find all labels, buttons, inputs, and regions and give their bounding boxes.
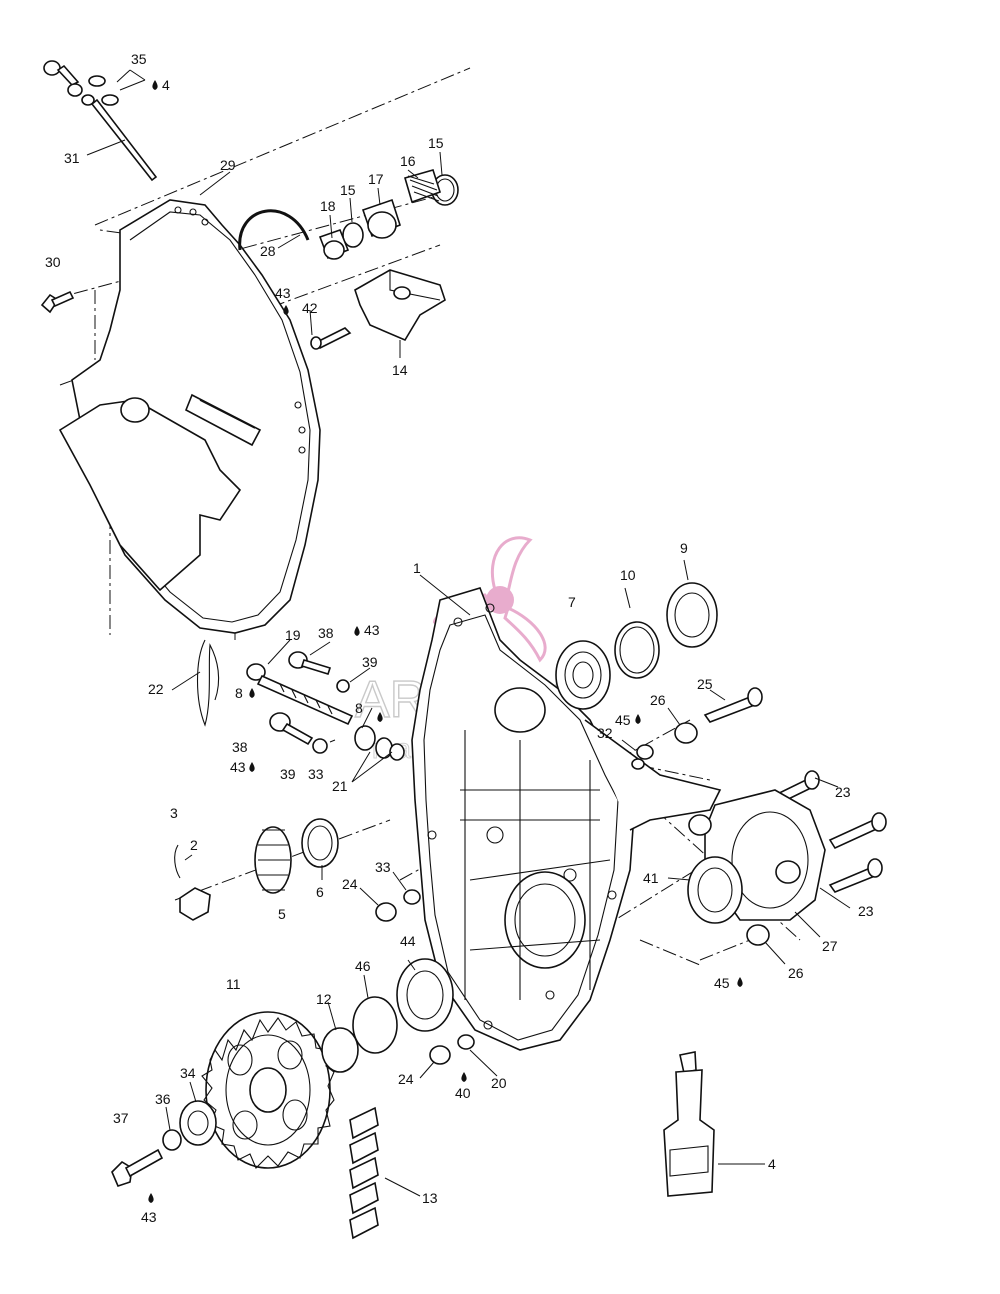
oil-drop-icon bbox=[635, 714, 641, 724]
adjuster-bolt bbox=[43, 60, 158, 182]
callout-36: 36 bbox=[155, 1091, 171, 1107]
callout-23-bottom: 23 bbox=[858, 903, 874, 919]
oil-drop-icon bbox=[377, 712, 383, 722]
callout-27: 27 bbox=[822, 938, 838, 954]
callout-28: 28 bbox=[260, 243, 276, 259]
logo-hub bbox=[486, 586, 514, 614]
left-shaft-parts bbox=[246, 651, 405, 761]
upper-bearing-set bbox=[555, 582, 718, 710]
cotter-pin bbox=[196, 639, 220, 727]
callout-33-bottom: 33 bbox=[375, 859, 391, 875]
callout-8-left: 8 bbox=[235, 685, 243, 701]
callout-35: 35 bbox=[131, 51, 147, 67]
callout-15-left: 15 bbox=[340, 182, 356, 198]
callout-3: 3 bbox=[170, 805, 178, 821]
callout-11: 11 bbox=[226, 976, 241, 992]
callout-7: 7 bbox=[568, 594, 576, 610]
callout-38-bottom: 38 bbox=[232, 739, 248, 755]
callout-14: 14 bbox=[392, 362, 408, 378]
callout-32: 32 bbox=[597, 725, 613, 741]
oil-drop-icon bbox=[354, 626, 360, 636]
callout-43-upper: 43 bbox=[364, 622, 380, 638]
callout-37: 37 bbox=[113, 1110, 129, 1126]
oil-bottle bbox=[663, 1051, 715, 1197]
tensioner-parts bbox=[318, 169, 459, 260]
oil-drop-icon bbox=[249, 762, 255, 772]
callout-15-right: 15 bbox=[428, 135, 444, 151]
callout-39-top: 39 bbox=[362, 654, 378, 670]
callout-12: 12 bbox=[316, 991, 332, 1007]
callout-45-bottom: 45 bbox=[714, 975, 730, 991]
oil-drop-icon bbox=[152, 80, 158, 90]
oil-drop-icon bbox=[249, 688, 255, 698]
oil-drop-icon bbox=[461, 1072, 467, 1082]
leader-lines bbox=[86, 69, 851, 1197]
callout-38-top: 38 bbox=[318, 625, 334, 641]
callout-26-bottom: 26 bbox=[788, 965, 804, 981]
callout-43-top: 43 bbox=[275, 285, 291, 301]
oil-drop-icon bbox=[737, 977, 743, 987]
callout-labels: 35 4 31 29 30 15 16 17 15 18 28 43 42 14… bbox=[45, 51, 874, 1225]
callout-41: 41 bbox=[643, 870, 659, 886]
drive-chain bbox=[349, 1106, 379, 1240]
callout-23-top: 23 bbox=[835, 784, 851, 800]
callout-42: 42 bbox=[302, 300, 318, 316]
callout-43-bottom: 43 bbox=[141, 1209, 157, 1225]
callout-25: 25 bbox=[697, 676, 713, 692]
callout-44: 44 bbox=[400, 933, 416, 949]
callout-34: 34 bbox=[180, 1065, 196, 1081]
callout-45-top: 45 bbox=[615, 712, 631, 728]
callout-21: 21 bbox=[332, 778, 348, 794]
callout-26-top: 26 bbox=[650, 692, 666, 708]
callout-4-bottle: 4 bbox=[768, 1156, 776, 1172]
callout-39-bottom: 39 bbox=[280, 766, 296, 782]
callout-6: 6 bbox=[316, 884, 324, 900]
callout-24-bottom: 24 bbox=[398, 1071, 414, 1087]
callout-40: 40 bbox=[455, 1085, 471, 1101]
callout-9: 9 bbox=[680, 540, 688, 556]
callout-16: 16 bbox=[400, 153, 416, 169]
callout-31: 31 bbox=[64, 150, 80, 166]
callout-8-right: 8 bbox=[355, 700, 363, 716]
callout-17: 17 bbox=[368, 171, 384, 187]
lower-sprocket-set bbox=[111, 958, 475, 1187]
callout-29: 29 bbox=[220, 157, 236, 173]
right-side-parts bbox=[631, 687, 887, 946]
callout-33-top: 33 bbox=[308, 766, 324, 782]
callout-46: 46 bbox=[355, 958, 371, 974]
chaincase-cover bbox=[58, 199, 321, 634]
oil-drop-icon bbox=[283, 305, 289, 315]
callout-22: 22 bbox=[148, 681, 164, 697]
callout-19: 19 bbox=[285, 627, 301, 643]
tensioner-bracket bbox=[310, 269, 446, 350]
callout-43-left: 43 bbox=[230, 759, 246, 775]
oil-drop-icon bbox=[148, 1193, 154, 1203]
callout-24-top: 24 bbox=[342, 876, 358, 892]
callout-18: 18 bbox=[320, 198, 336, 214]
cover-bolt bbox=[40, 290, 75, 314]
callout-30: 30 bbox=[45, 254, 61, 270]
callout-5: 5 bbox=[278, 906, 286, 922]
drive-gear-set bbox=[174, 818, 421, 922]
callout-10: 10 bbox=[620, 567, 636, 583]
callout-13: 13 bbox=[422, 1190, 438, 1206]
callout-1: 1 bbox=[413, 560, 421, 576]
callout-20: 20 bbox=[491, 1075, 507, 1091]
callout-2: 2 bbox=[190, 837, 198, 853]
chaincase-housing bbox=[411, 587, 722, 1051]
guide-cable bbox=[238, 209, 310, 251]
callout-4-oil: 4 bbox=[162, 77, 170, 93]
lubrication-markers bbox=[148, 80, 743, 1203]
